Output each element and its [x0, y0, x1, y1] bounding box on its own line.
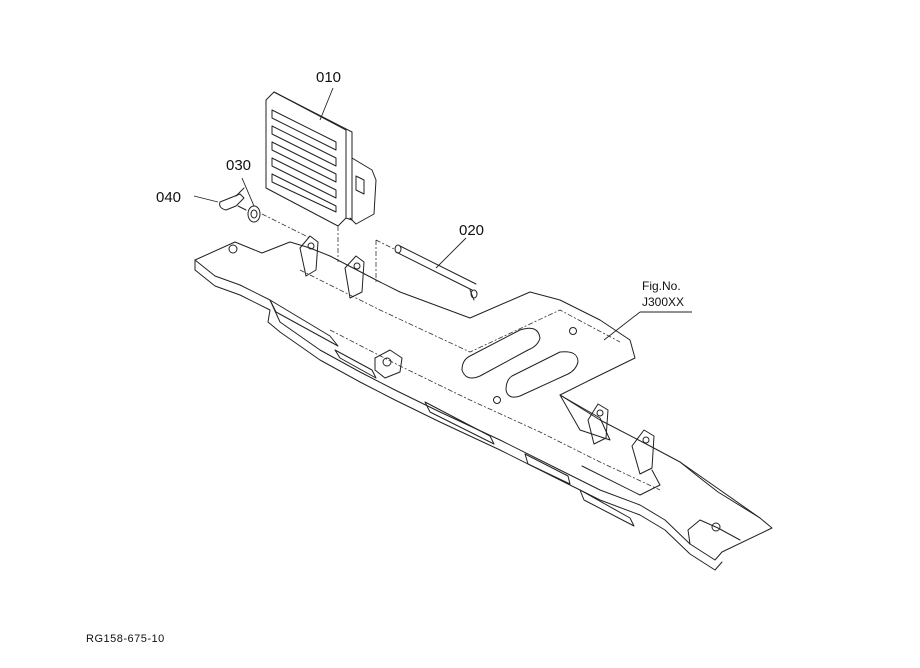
base-frame: [194, 235, 773, 571]
figure-ref-number: J300XX: [642, 295, 684, 309]
washer-030: [247, 205, 311, 239]
leader-lines: [193, 87, 692, 341]
pedal-pad-010: [265, 91, 377, 262]
drawing-code: RG158-675-10: [86, 633, 165, 645]
callout-040: 040: [156, 189, 181, 206]
cotter-pin-040: [219, 187, 247, 211]
callout-020: 020: [459, 222, 484, 239]
callout-030: 030: [226, 157, 251, 174]
callout-010: 010: [316, 69, 341, 86]
pin-020: [375, 239, 478, 301]
figure-ref-label: Fig.No.: [642, 279, 681, 293]
